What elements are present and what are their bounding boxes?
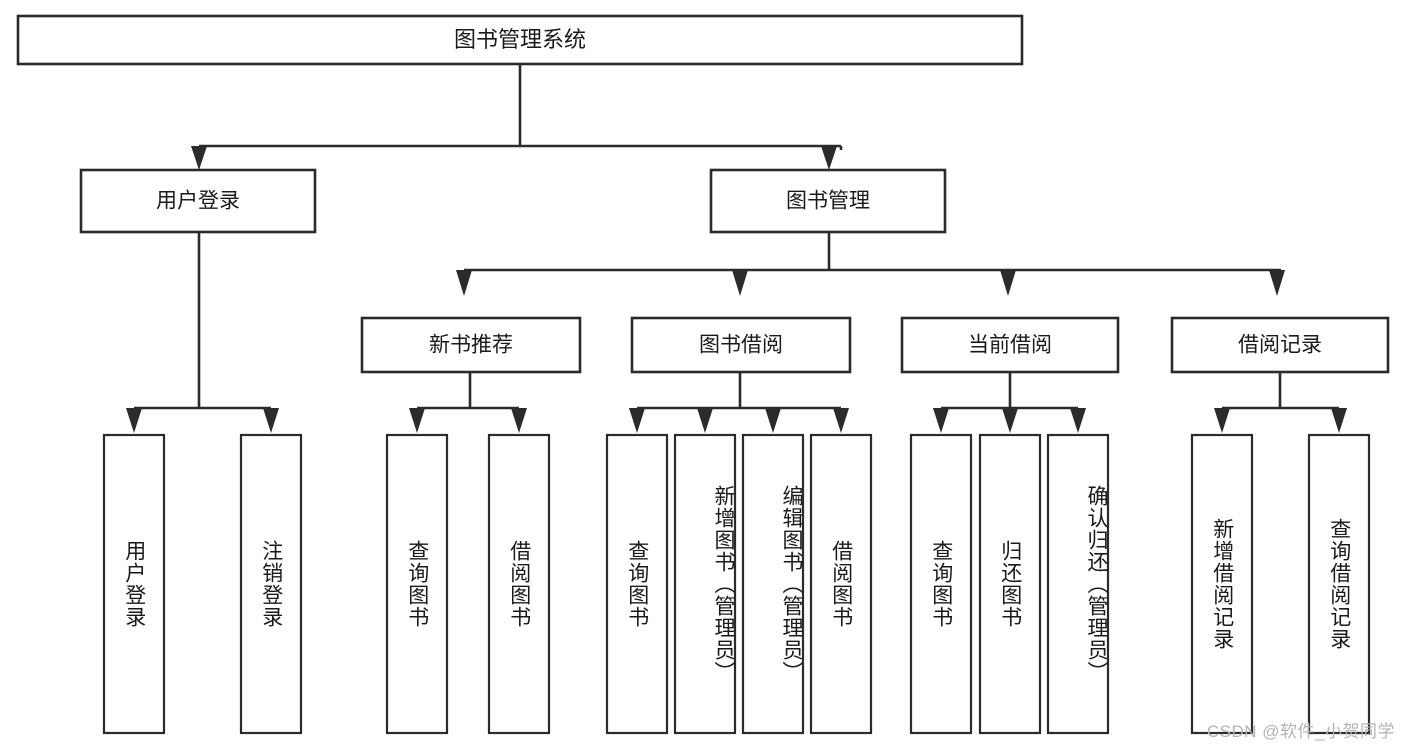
leaf-box xyxy=(102,433,166,735)
node-book-management[interactable]: 图书管理 xyxy=(709,168,947,234)
arrow-head-icon xyxy=(933,408,949,433)
node-book-borrow[interactable]: 图书借阅 xyxy=(630,316,852,374)
arrow-head-icon xyxy=(1269,270,1285,296)
connector-book-mgmt-to-level3 xyxy=(456,232,1285,296)
leaf-box xyxy=(487,433,551,735)
arrow-head-icon xyxy=(821,146,837,170)
leaf-boxes xyxy=(102,433,1371,735)
leaf-box xyxy=(1046,433,1110,735)
connector-root-to-level2 xyxy=(191,64,843,170)
node-user-login-label: 用户登录 xyxy=(156,190,240,213)
node-root[interactable]: 图书管理系统 xyxy=(16,14,1024,66)
node-borrow-record[interactable]: 借阅记录 xyxy=(1170,316,1390,374)
leaf-box xyxy=(605,433,669,735)
leaf-box xyxy=(1190,433,1254,735)
arrow-head-icon xyxy=(409,408,425,433)
node-current-borrow-label: 当前借阅 xyxy=(968,334,1052,357)
arrow-head-icon xyxy=(697,408,713,433)
arrow-head-icon xyxy=(1000,270,1016,296)
connector-book-borrow-to-leaves xyxy=(629,372,849,433)
arrow-head-icon xyxy=(456,270,472,296)
leaf-box xyxy=(673,433,737,735)
arrow-head-icon xyxy=(511,408,527,433)
node-current-borrow[interactable]: 当前借阅 xyxy=(900,316,1120,374)
arrow-head-icon xyxy=(1070,408,1086,433)
leaf-box xyxy=(741,433,805,735)
arrow-head-icon xyxy=(765,408,781,433)
arrow-head-icon xyxy=(833,408,849,433)
node-borrow-record-label: 借阅记录 xyxy=(1238,334,1322,357)
connector-current-borrow-to-leaves xyxy=(933,372,1086,433)
leaf-box xyxy=(909,433,973,735)
leaf-box xyxy=(239,433,303,735)
node-new-book-recommend[interactable]: 新书推荐 xyxy=(360,316,582,374)
connector-borrow-record-to-leaves xyxy=(1214,372,1347,433)
arrow-head-icon xyxy=(126,408,142,433)
connector-new-book-rec-to-leaves xyxy=(409,372,527,433)
arrow-head-icon xyxy=(191,146,207,170)
arrow-head-icon xyxy=(629,408,645,433)
connector-user-login-to-leaves xyxy=(126,232,279,433)
arrow-head-icon xyxy=(263,408,279,433)
leaf-box xyxy=(385,433,449,735)
node-book-borrow-label: 图书借阅 xyxy=(699,334,783,357)
leaf-box xyxy=(809,433,873,735)
arrow-head-icon xyxy=(1331,408,1347,433)
arrow-head-icon xyxy=(732,270,748,296)
leaf-box xyxy=(978,433,1042,735)
watermark: CSDN @软件_小贺同学 xyxy=(1206,722,1395,741)
node-user-login[interactable]: 用户登录 xyxy=(79,168,317,234)
arrow-head-icon xyxy=(1214,408,1230,433)
node-root-label: 图书管理系统 xyxy=(454,27,586,52)
node-new-book-recommend-label: 新书推荐 xyxy=(429,334,513,357)
arrow-head-icon xyxy=(1002,408,1018,433)
node-book-management-label: 图书管理 xyxy=(786,190,870,213)
leaf-box xyxy=(1307,433,1371,735)
